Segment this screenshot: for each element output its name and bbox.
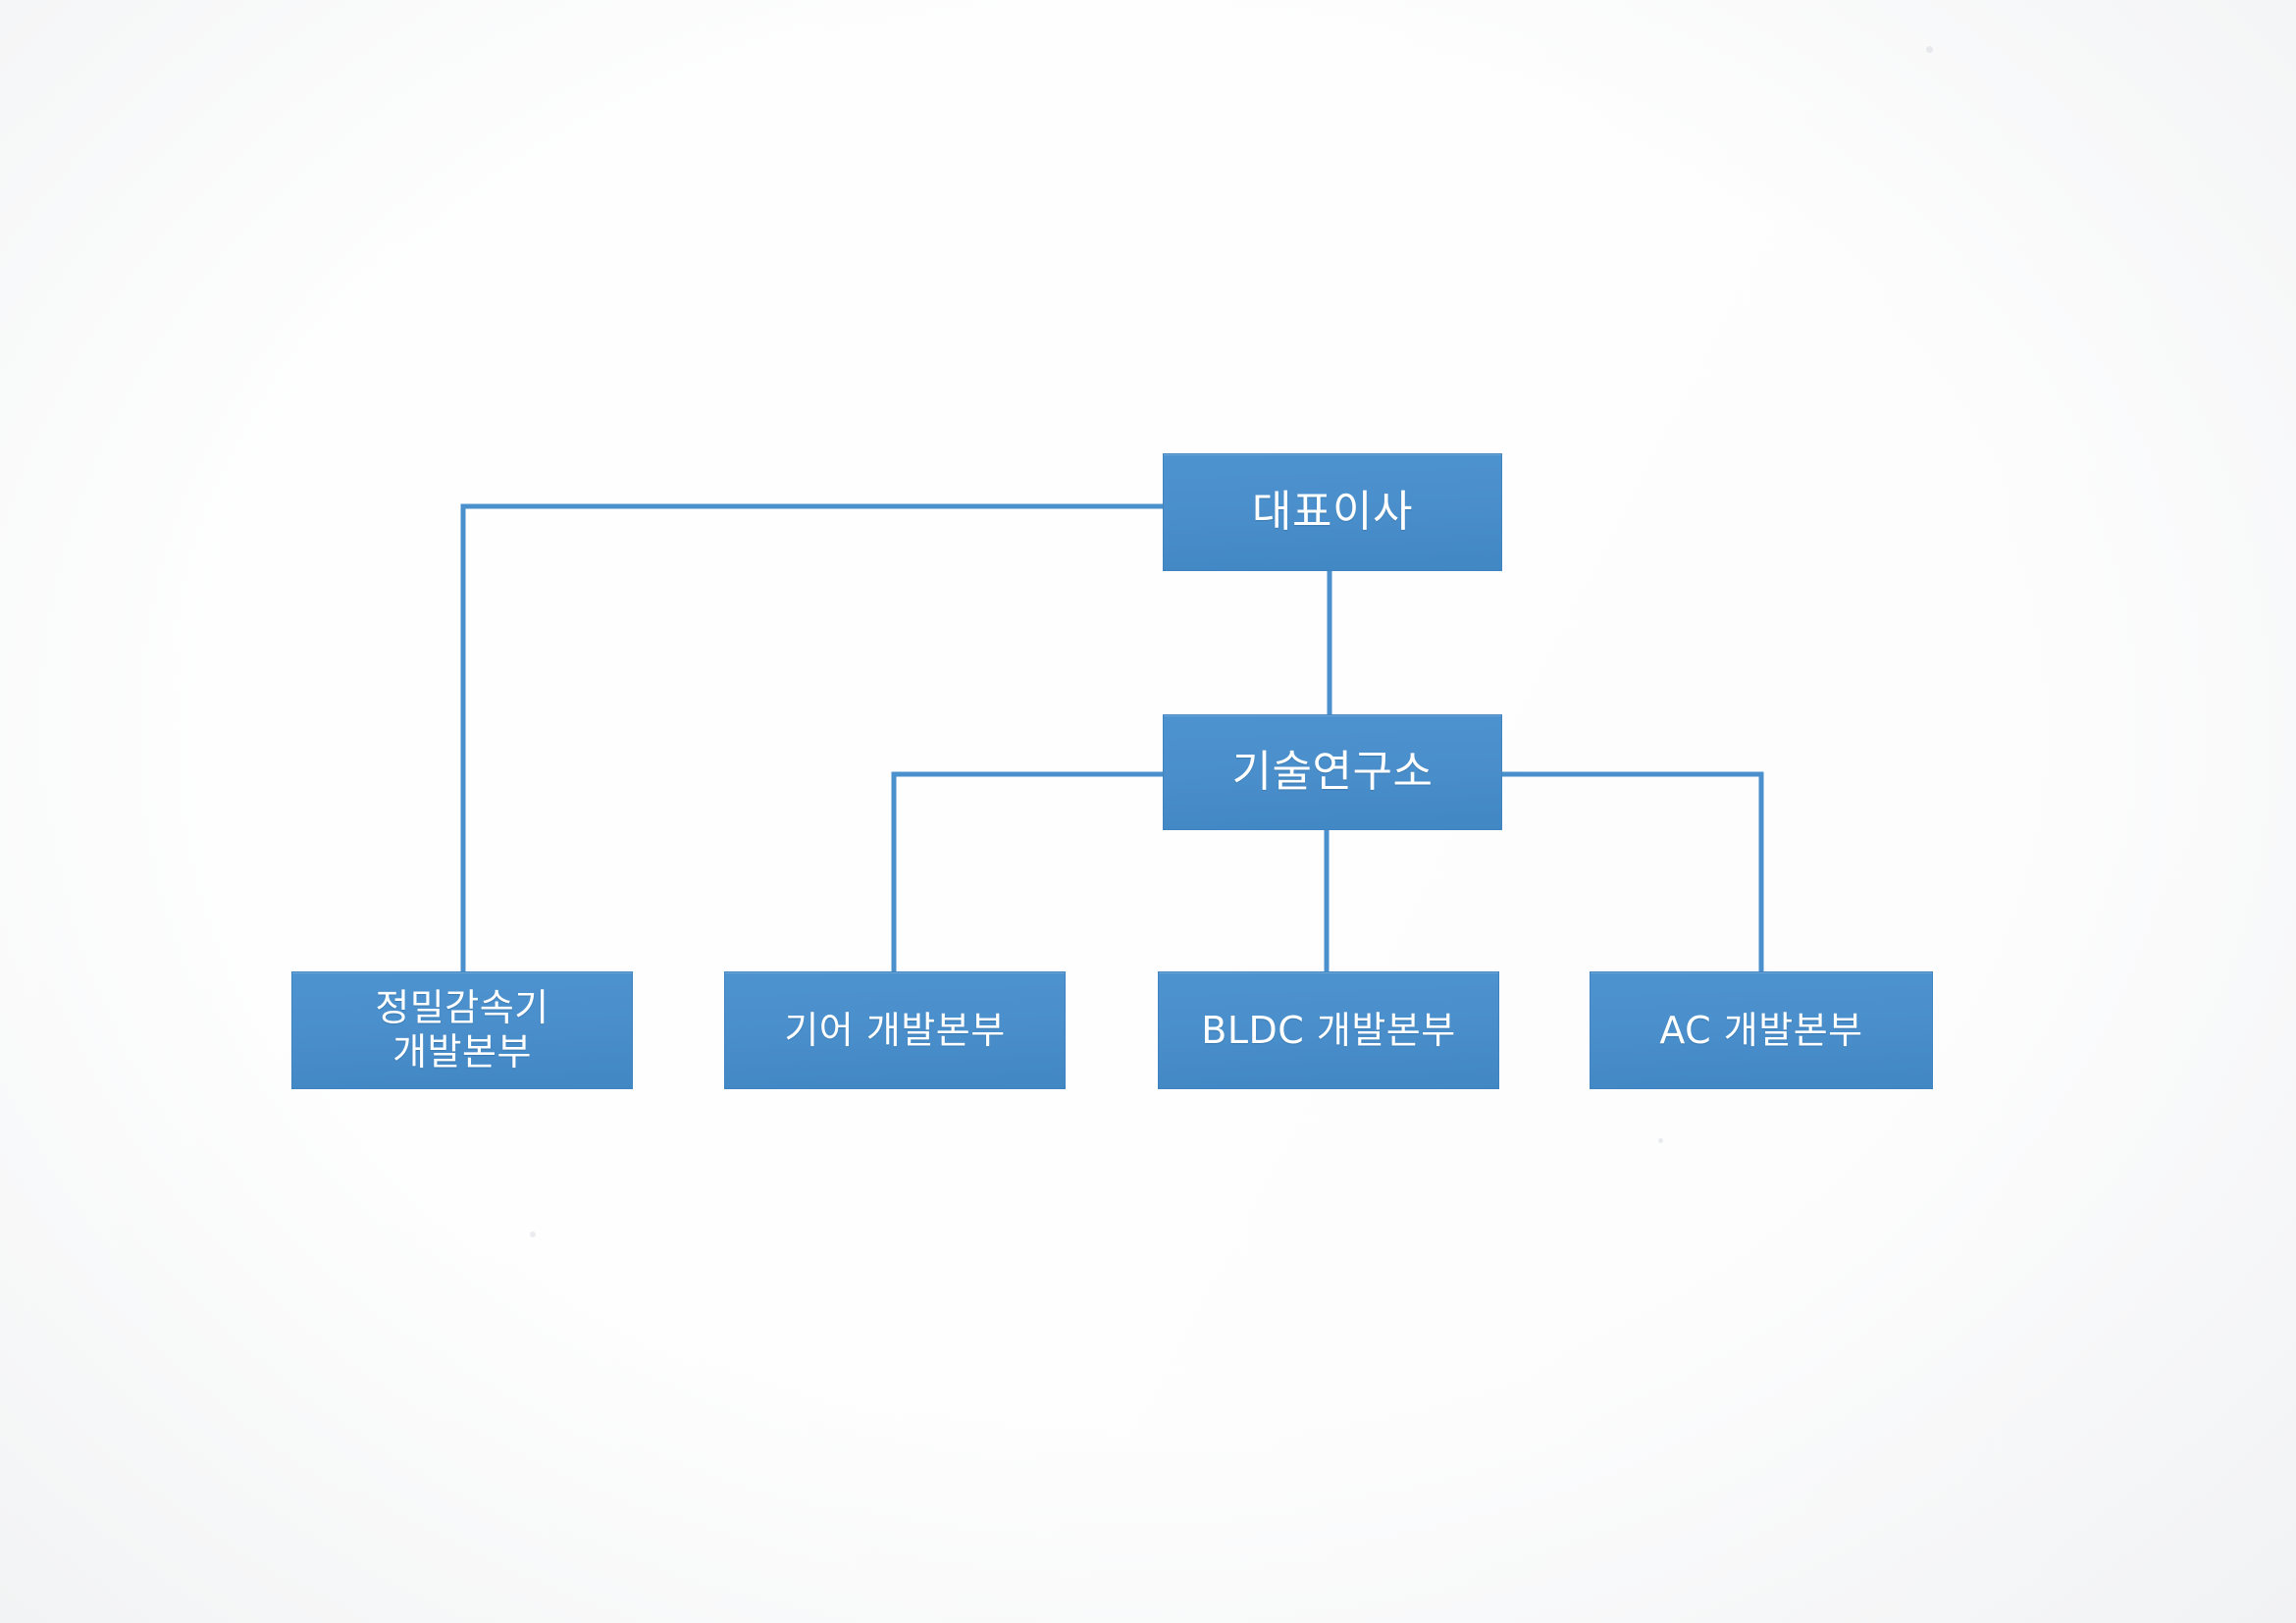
org-node-precision-reducer[interactable]: 정밀감속기 개발본부 bbox=[291, 971, 633, 1089]
org-node-label: 대표이사 bbox=[1252, 487, 1413, 538]
org-node-gear[interactable]: 기어 개발본부 bbox=[724, 971, 1066, 1089]
edge-rnd-to-ac bbox=[1499, 771, 1764, 974]
org-node-label: AC 개발본부 bbox=[1659, 1008, 1863, 1052]
scan-speck bbox=[1926, 46, 1933, 53]
org-node-ceo[interactable]: 대표이사 bbox=[1163, 453, 1502, 571]
org-node-rnd-institute[interactable]: 기술연구소 bbox=[1163, 714, 1502, 830]
scan-speck bbox=[1658, 1138, 1663, 1143]
edge-rnd-to-gear bbox=[891, 771, 1166, 974]
org-node-label: 정밀감속기 개발본부 bbox=[375, 986, 549, 1073]
org-node-label: 기어 개발본부 bbox=[784, 1008, 1006, 1052]
org-node-label: BLDC 개발본부 bbox=[1201, 1008, 1456, 1052]
org-node-ac[interactable]: AC 개발본부 bbox=[1590, 971, 1933, 1089]
org-node-label: 기술연구소 bbox=[1231, 747, 1434, 798]
edge-ceo-to-precision-reducer bbox=[460, 503, 1166, 974]
scan-speck bbox=[530, 1231, 536, 1237]
org-node-bldc[interactable]: BLDC 개발본부 bbox=[1158, 971, 1499, 1089]
